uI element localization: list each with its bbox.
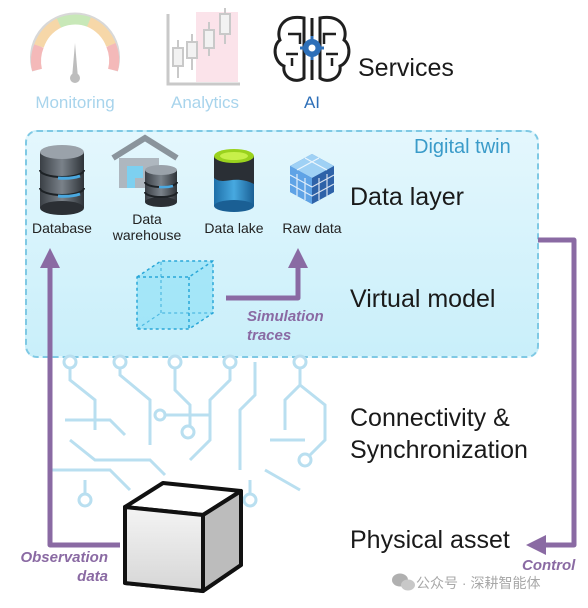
database-icon xyxy=(39,145,85,215)
virtual-model-title: Virtual model xyxy=(350,285,496,313)
virtual-model-cube xyxy=(136,260,214,330)
observation-data-label: Observation data xyxy=(20,549,108,585)
watermark-text: 公众号 · 深耕智能体 xyxy=(416,575,541,591)
control-label: Control xyxy=(522,557,576,574)
services-title: Services xyxy=(358,54,454,82)
database-label: Database xyxy=(32,220,92,236)
ai-brain-icon xyxy=(273,15,351,82)
digital-twin-title: Digital twin xyxy=(414,136,511,158)
circuit-nodes xyxy=(62,354,313,508)
control-arrow xyxy=(526,237,577,555)
analytics-label: Analytics xyxy=(170,93,240,112)
simulation-traces-label: Simulation traces xyxy=(247,308,324,344)
connectivity-title: Connectivity & Synchronization xyxy=(350,404,528,464)
physical-asset-cube xyxy=(123,481,243,593)
raw-data-cubes-icon xyxy=(289,154,335,204)
data-layer-title: Data layer xyxy=(350,183,464,211)
gauge-icon xyxy=(30,12,120,83)
ai-label: AI xyxy=(303,93,321,112)
data-lake-label: Data lake xyxy=(204,220,264,236)
digital-twin-container xyxy=(25,130,539,358)
physical-asset-title: Physical asset xyxy=(350,526,510,554)
monitoring-label: Monitoring xyxy=(35,93,115,112)
data-lake-icon xyxy=(214,149,254,212)
simulation-traces-arrow xyxy=(226,248,308,301)
data-warehouse-label: Data warehouse xyxy=(112,211,182,243)
raw-data-label: Raw data xyxy=(282,220,342,236)
candlestick-chart-icon xyxy=(166,8,240,86)
observation-data-arrow xyxy=(40,248,120,548)
data-warehouse-icon xyxy=(111,134,179,207)
flow-arrows xyxy=(40,237,577,555)
wechat-icon xyxy=(392,573,415,591)
